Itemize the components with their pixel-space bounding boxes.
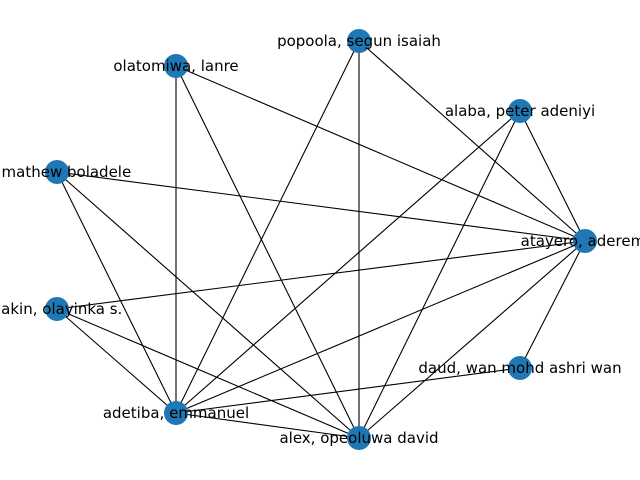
edge-popoola-adetiba	[175, 40, 360, 414]
edge-mathew-adetiba	[56, 171, 177, 414]
node-label-daud: daud, wan mohd ashri wan	[418, 359, 621, 377]
node-olayinka	[45, 297, 69, 321]
edge-olatomiwa-atayero	[175, 65, 586, 242]
node-label-alaba: alaba, peter adeniyi	[445, 102, 595, 120]
labels-layer: popoola, segun isaiah olatomiwa, lanre ala…	[0, 32, 640, 447]
edge-alaba-alex	[358, 110, 521, 439]
edge-adetiba-alex	[175, 412, 360, 439]
edge-alaba-atayero	[519, 110, 586, 242]
node-mathew	[45, 160, 69, 184]
edge-atayero-adetiba	[175, 240, 586, 414]
edge-atayero-daud	[519, 240, 586, 369]
edge-olayinka-adetiba	[56, 308, 177, 414]
edge-olayinka-alex	[56, 308, 360, 439]
nodes-layer	[45, 29, 597, 450]
edge-mathew-atayero	[56, 171, 586, 242]
node-label-olayinka: nakin, olayinka s.	[0, 300, 122, 318]
node-daud	[508, 356, 532, 380]
node-adetiba	[164, 401, 188, 425]
edges-layer	[56, 40, 586, 439]
node-atayero	[573, 229, 597, 253]
edge-atayero-alex	[358, 240, 586, 439]
node-label-adetiba: adetiba, emmanuel	[103, 404, 249, 422]
node-popoola	[347, 29, 371, 53]
node-olatomiwa	[164, 54, 188, 78]
edge-olatomiwa-alex	[175, 65, 360, 439]
node-label-alex: alex, opeoluwa david	[279, 429, 438, 447]
node-label-olatomiwa: olatomiwa, lanre	[113, 57, 238, 75]
edge-popoola-atayero	[358, 40, 586, 242]
node-alex	[347, 426, 371, 450]
node-alaba	[508, 99, 532, 123]
node-label-atayero: atayero, aderemi	[521, 232, 640, 250]
node-label-mathew: e, mathew boladele	[0, 163, 131, 181]
edge-alaba-adetiba	[175, 110, 521, 414]
edge-mathew-alex	[56, 171, 360, 439]
edge-daud-adetiba	[175, 367, 521, 414]
node-label-popoola: popoola, segun isaiah	[277, 32, 441, 50]
edge-atayero-olayinka	[56, 240, 586, 310]
